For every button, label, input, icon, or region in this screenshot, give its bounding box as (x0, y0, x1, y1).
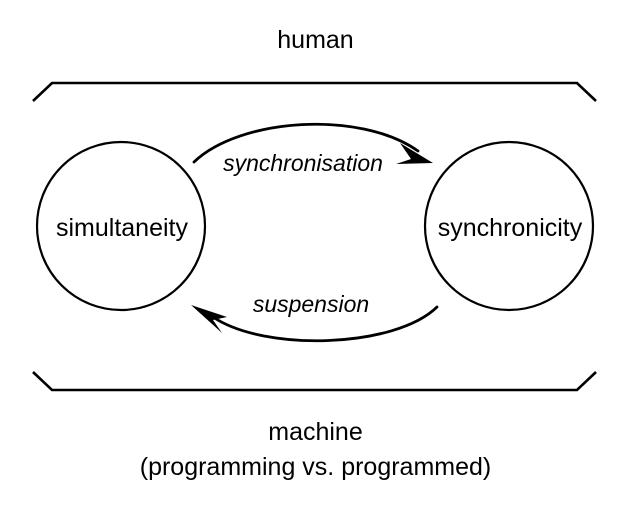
node-synchronicity-circle[interactable] (423, 140, 595, 312)
frame-bottom-label-line1: machine (268, 418, 363, 446)
frame-top-label: human (277, 26, 353, 54)
node-simultaneity-label: simultaneity (56, 214, 188, 242)
edge-suspension-arrowhead (191, 305, 227, 333)
top-bracket (32, 81, 597, 102)
bottom-bracket (32, 371, 597, 392)
node-simultaneity-circle[interactable] (35, 140, 207, 312)
edge-synchronisation-arrowhead (396, 143, 433, 164)
edge-synchronisation-label: synchronisation (223, 150, 383, 176)
edge-suspension-label: suspension (253, 291, 369, 317)
node-synchronicity-label: synchronicity (438, 214, 583, 242)
edge-suspension-arc[interactable] (211, 305, 439, 343)
frame-bottom-label-line2: (programming vs. programmed) (140, 453, 492, 481)
edge-synchronisation-arc[interactable] (192, 122, 420, 164)
